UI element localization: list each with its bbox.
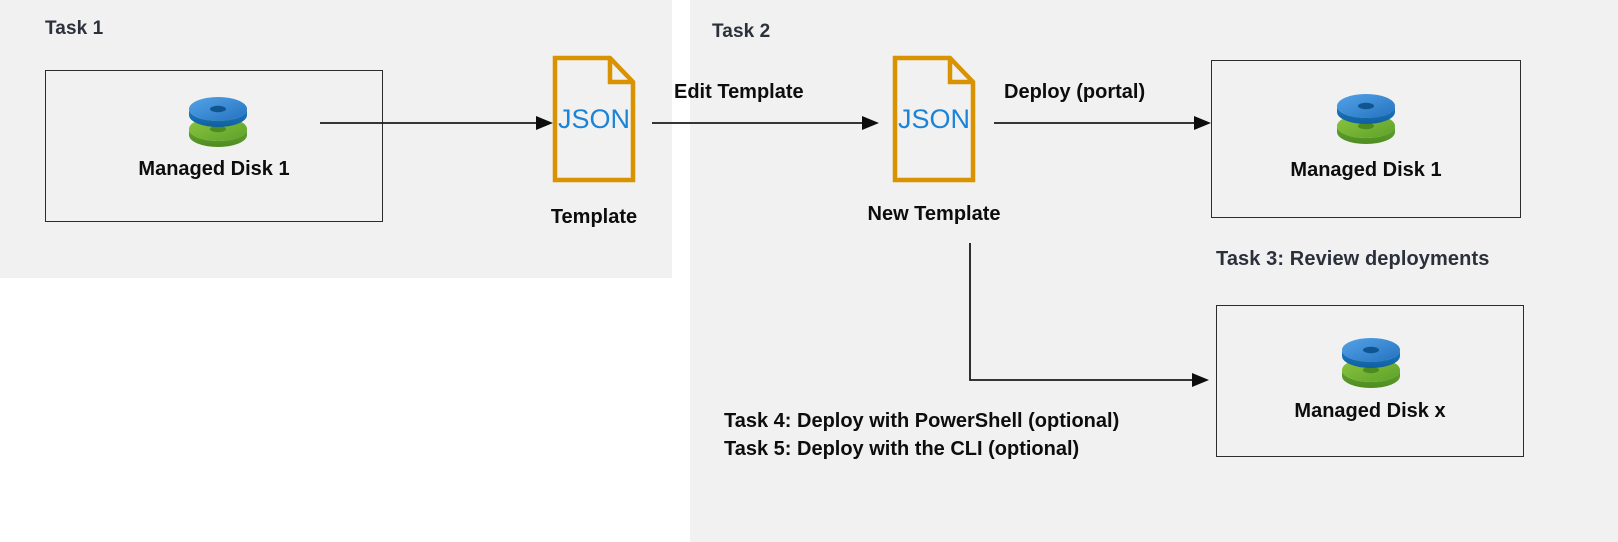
- template-caption: Template: [550, 206, 638, 228]
- new-template-caption: New Template: [867, 203, 1001, 225]
- json-document-icon: [892, 55, 976, 183]
- managed-disk-1-box-right: [1211, 60, 1521, 218]
- json-document-text: JSON: [897, 104, 970, 134]
- managed-disk-icon: [1342, 338, 1400, 388]
- connector-edit-template: [652, 116, 879, 130]
- managed-disk-icon: [189, 97, 247, 147]
- task1-label: Task 1: [45, 18, 104, 39]
- task2-label: Task 2: [712, 21, 771, 42]
- deploy-portal-arrow-label: Deploy (portal): [1004, 81, 1146, 103]
- json-document-icon: [552, 55, 636, 183]
- optional-tasks-block: Task 4: Deploy with PowerShell (optional…: [724, 407, 1119, 464]
- edit-template-arrow-label: Edit Template: [674, 81, 804, 103]
- managed-disk-1-caption-left: Managed Disk 1: [138, 158, 290, 180]
- task1-panel-background: [0, 0, 672, 278]
- managed-disk-x-box: [1216, 305, 1524, 457]
- connector-deploy-portal: [994, 116, 1211, 130]
- managed-disk-x-caption: Managed Disk x: [1294, 400, 1446, 422]
- task3-label: Task 3: Review deployments: [1216, 248, 1490, 270]
- managed-disk-icon: [1337, 94, 1395, 144]
- task4-label: Task 4: Deploy with PowerShell (optional…: [724, 410, 1120, 432]
- json-document-text: JSON: [557, 104, 630, 134]
- task2-panel-background: [690, 0, 1618, 542]
- managed-disk-1-box-left: [45, 70, 383, 222]
- connector-new-template-to-disk-x: [969, 243, 1209, 387]
- managed-disk-1-caption-right: Managed Disk 1: [1290, 159, 1442, 181]
- connector-disk-to-template: [320, 116, 553, 130]
- task5-label: Task 5: Deploy with the CLI (optional): [724, 438, 1080, 461]
